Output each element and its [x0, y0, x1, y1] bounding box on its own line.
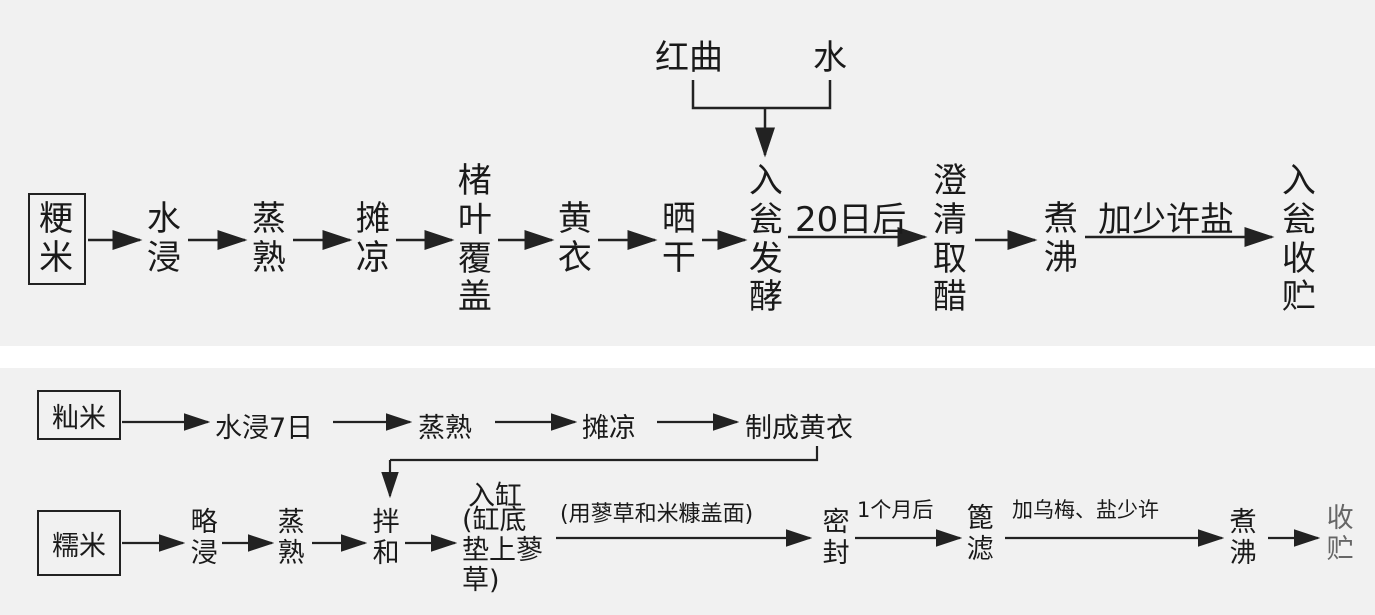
step-make-yellow-mold: 制成黄衣: [745, 413, 853, 444]
step-store: 收贮: [1326, 503, 1354, 565]
step-seal: 密封: [822, 507, 850, 569]
step-boil: 煮沸: [1229, 507, 1257, 569]
step-steam: 蒸熟: [251, 199, 286, 278]
step-cover-leaves: 楮叶覆盖: [457, 161, 492, 318]
label-add-salt: 加少许盐: [1098, 200, 1234, 240]
vat-note: (缸底垫上蓼草): [462, 505, 543, 597]
start-box-indica-rice: 籼米: [37, 390, 121, 440]
step-brief-soak: 略浸: [190, 507, 218, 569]
row2-start-label: 糯米: [52, 530, 106, 562]
bottom-arrows: [122, 413, 1321, 552]
label-cover: (用蓼草和米糠盖面): [560, 502, 754, 527]
step-cool: 摊凉: [582, 413, 636, 444]
step-into-vat: 入缸: [468, 481, 522, 512]
process-panel-top: 粳米 水浸 蒸熟 摊凉 楮叶覆盖 黄衣 晒干 入瓮发酵 澄清取醋 煮沸 入瓮收贮…: [0, 0, 1375, 346]
input-water: 水: [813, 38, 847, 78]
step-yellow-mold: 黄衣: [557, 199, 592, 278]
label-add-plum-salt: 加乌梅、盐少许: [1012, 498, 1159, 522]
step-mix: 拌和: [372, 507, 400, 569]
start-box-glutinous-rice: 糯米: [37, 510, 121, 576]
row1-start-label: 籼米: [52, 402, 106, 434]
start-label: 粳米: [39, 199, 74, 278]
step-boil: 煮沸: [1043, 199, 1078, 278]
top-arrows: [88, 80, 1275, 250]
step-ferment: 入瓮发酵: [748, 161, 783, 318]
step-soak: 水浸: [146, 199, 181, 278]
label-one-month: 1个月后: [857, 498, 934, 522]
step-store: 入瓮收贮: [1281, 161, 1316, 318]
step-filter: 篦滤: [966, 503, 994, 565]
label-20-days: 20日后: [795, 200, 907, 240]
process-panel-bottom: 籼米 水浸7日 蒸熟 摊凉 制成黄衣 糯米 略浸 蒸熟 拌和 入缸 (缸底垫上蓼…: [0, 368, 1375, 615]
step-clarify: 澄清取醋: [932, 161, 967, 318]
step-soak-7-days: 水浸7日: [215, 413, 314, 444]
start-box-japonica-rice: 粳米: [28, 193, 86, 285]
step-cool: 摊凉: [355, 199, 390, 278]
input-red-yeast: 红曲: [655, 38, 723, 78]
step-steam: 蒸熟: [418, 413, 472, 444]
step-steam-2: 蒸熟: [277, 507, 305, 569]
step-sun-dry: 晒干: [661, 199, 696, 278]
